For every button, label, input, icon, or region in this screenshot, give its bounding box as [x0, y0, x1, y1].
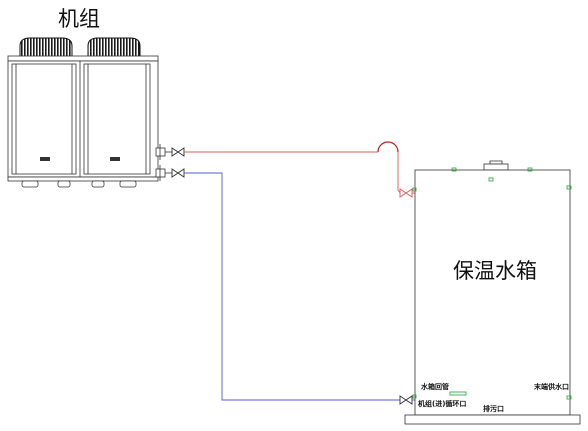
- port-marker: [488, 177, 494, 182]
- drain-label: 排污口: [483, 404, 504, 413]
- unit-foot: [91, 180, 105, 188]
- port-marker: [451, 167, 457, 172]
- port-marker: [566, 395, 572, 400]
- valve-icon: [171, 168, 185, 178]
- port-marker: [412, 187, 417, 192]
- valve-icon: [399, 395, 413, 405]
- inlet-stub: [155, 168, 166, 178]
- control-plate-left: [40, 157, 50, 161]
- return-pipe: [184, 172, 400, 401]
- valve-icon: [171, 147, 185, 157]
- unit-base: [7, 176, 159, 182]
- unit-module-right: [83, 63, 151, 175]
- unit-top-cap: [7, 55, 159, 62]
- valve-icon: [399, 188, 413, 198]
- tank-top-cap: [489, 160, 503, 165]
- return-pipe-label: 水箱回管: [421, 382, 449, 391]
- control-plate-right: [110, 157, 120, 161]
- fan-right-icon: [87, 37, 141, 58]
- insulated-water-tank: [404, 160, 581, 425]
- heat-pump-unit: [7, 37, 172, 188]
- outlet-stub: [155, 147, 166, 157]
- unit-module-left: [11, 63, 77, 175]
- tank-body: [414, 169, 571, 416]
- return-pipe-stub: [449, 391, 467, 396]
- tank-title: 保温水箱: [453, 259, 537, 283]
- supply-outlet-label: 末端供水口: [534, 382, 569, 391]
- port-marker: [566, 185, 572, 190]
- unit-foot: [21, 180, 39, 188]
- tank-top-port: [483, 163, 509, 171]
- port-marker: [527, 167, 533, 172]
- port-marker: [412, 394, 417, 399]
- unit-foot: [119, 180, 137, 188]
- supply-pipe-bend: [377, 141, 399, 153]
- unit-title: 机组: [58, 7, 100, 31]
- supply-pipe-drop: [397, 152, 401, 194]
- fan-left-icon: [19, 37, 73, 58]
- unit-inlet-label: 机组(进)循环口: [418, 399, 466, 408]
- unit-foot: [57, 180, 71, 188]
- tank-base: [404, 414, 581, 425]
